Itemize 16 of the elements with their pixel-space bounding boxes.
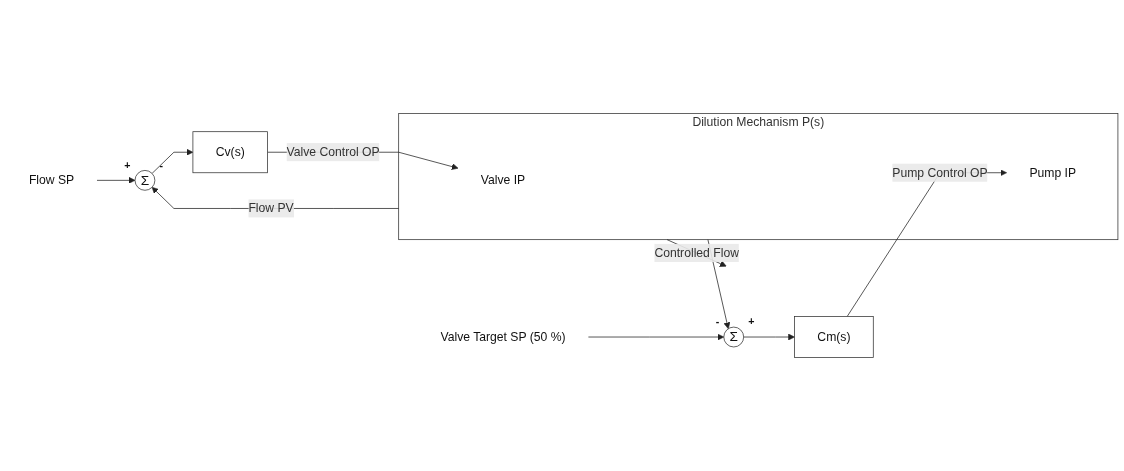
node-text: Valve Target SP (50 %) (440, 330, 566, 344)
edge-label: Valve Control OP (286, 145, 380, 159)
node-text: Flow SP (28, 173, 75, 187)
sign-label: - (159, 158, 163, 171)
node-circle: Σ (723, 326, 745, 348)
edge-label: Flow PV (248, 201, 294, 215)
edge-label: Controlled Flow (654, 246, 739, 260)
node-text: Valve IP (480, 173, 526, 187)
sign-label: - (715, 315, 720, 328)
sign-label: + (124, 158, 131, 171)
edge-label: Pump Control OP (892, 165, 988, 179)
node-box: Cv(s) (192, 131, 268, 174)
node-text: Pump IP (1029, 165, 1077, 179)
node-circle: Σ (134, 170, 156, 191)
sign-label: + (748, 315, 755, 328)
node-box: Cm(s) (794, 316, 874, 358)
